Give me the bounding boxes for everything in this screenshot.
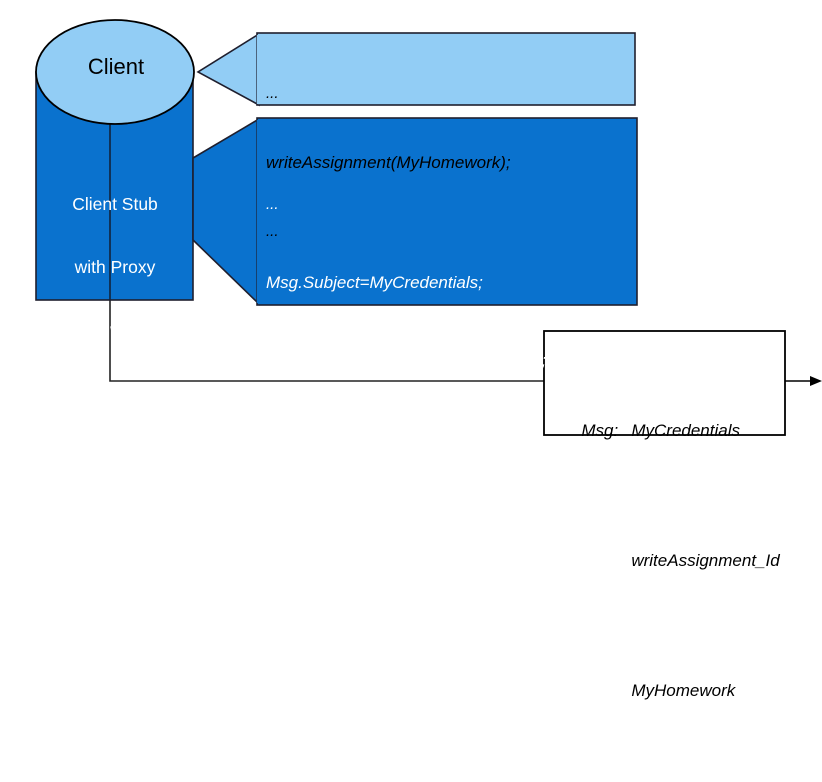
message-box-label: Msg: xyxy=(581,421,619,440)
message-box-content: Msg: MyCredentials writeAssignment_Id MyH… xyxy=(553,340,783,782)
client-ellipse-shape[interactable] xyxy=(35,19,195,125)
connector-message-to-network xyxy=(785,376,822,386)
message-box-rect xyxy=(543,330,786,436)
message-field-1: MyCredentials xyxy=(631,421,740,440)
stub-label-line-1: Client Stub xyxy=(72,194,158,214)
stub-label-line-2: with Proxy xyxy=(74,257,156,277)
message-field-2: writeAssignment_Id xyxy=(631,551,780,570)
message-field-3: MyHomework xyxy=(631,681,736,700)
arrow-head-icon xyxy=(810,376,822,386)
callout-client-tail xyxy=(196,32,260,107)
callout-client-code-shape[interactable] xyxy=(196,32,636,107)
callout-stub-tail xyxy=(192,117,260,306)
callout-stub-code-shape[interactable] xyxy=(192,117,638,306)
callout-stub-body xyxy=(256,117,638,306)
diagram-canvas: Client Client Stub with Proxy (here with… xyxy=(35,19,822,700)
stub-code-line-2: Msg.Subject=MyCredentials; xyxy=(266,273,483,292)
callout-client-code-text: ... writeAssignment(MyHomework); ... xyxy=(266,36,628,289)
stub-code-line-3: Msg.Method_Id=writeAssignment_Id; xyxy=(266,351,547,370)
client-code-line-2: writeAssignment(MyHomework); xyxy=(266,153,511,172)
client-code-line-1: ... xyxy=(266,85,279,102)
stub-label-line-4: PEP and PDP) xyxy=(57,383,173,403)
stub-code-line-1: ... xyxy=(266,196,279,213)
client-stub-label: Client Stub with Proxy (here without PEP… xyxy=(36,152,194,446)
callout-client-body xyxy=(256,32,636,106)
diagram-vector-layer xyxy=(35,19,822,436)
client-ellipse xyxy=(35,19,195,125)
message-box-shape[interactable] xyxy=(543,330,786,436)
client-node-label: Client xyxy=(87,54,145,79)
message-row-2: writeAssignment_Id xyxy=(553,522,783,600)
message-row-1: Msg: MyCredentials xyxy=(553,392,783,470)
message-row-3: MyHomework xyxy=(553,652,783,730)
stub-label-line-3: (here without xyxy=(64,320,166,340)
client-code-line-3: ... xyxy=(266,223,279,240)
